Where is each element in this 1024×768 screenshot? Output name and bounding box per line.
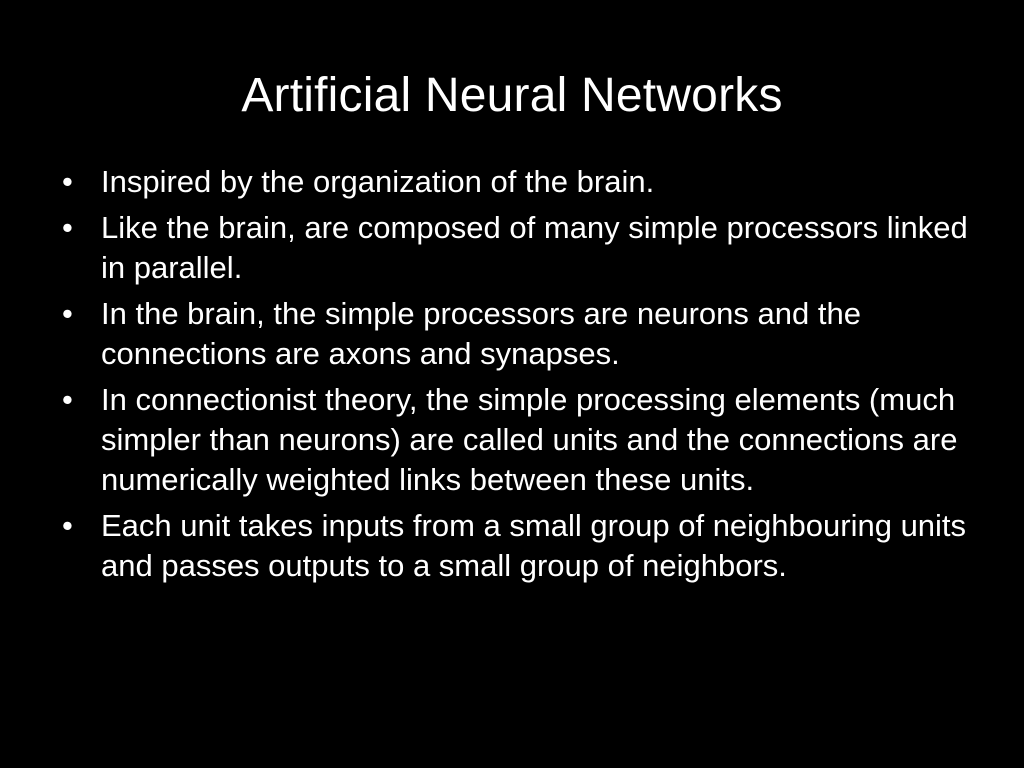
bullet-item-2: • Like the brain, are composed of many s… <box>56 208 976 288</box>
bullet-icon: • <box>62 210 73 245</box>
bullet-text: Each unit takes inputs from a small grou… <box>101 508 967 583</box>
bullet-text: In the brain, the simple processors are … <box>101 296 861 371</box>
bullet-text: Like the brain, are composed of many sim… <box>101 210 968 285</box>
slide-title: Artificial Neural Networks <box>241 69 783 122</box>
bullet-item-1: • Inspired by the organization of the br… <box>56 162 976 202</box>
bullet-item-5: • Each unit takes inputs from a small gr… <box>56 506 976 586</box>
bullet-item-3: • In the brain, the simple processors ar… <box>56 294 976 374</box>
bullet-icon: • <box>62 164 73 199</box>
bullet-icon: • <box>62 382 73 417</box>
bullet-text: Inspired by the organization of the brai… <box>101 164 655 199</box>
bullet-item-4: • In connectionist theory, the simple pr… <box>56 380 976 500</box>
bullet-icon: • <box>62 508 73 543</box>
bullet-icon: • <box>62 296 73 331</box>
bullet-text: In connectionist theory, the simple proc… <box>101 382 958 497</box>
bullet-list: • Inspired by the organization of the br… <box>56 162 976 592</box>
